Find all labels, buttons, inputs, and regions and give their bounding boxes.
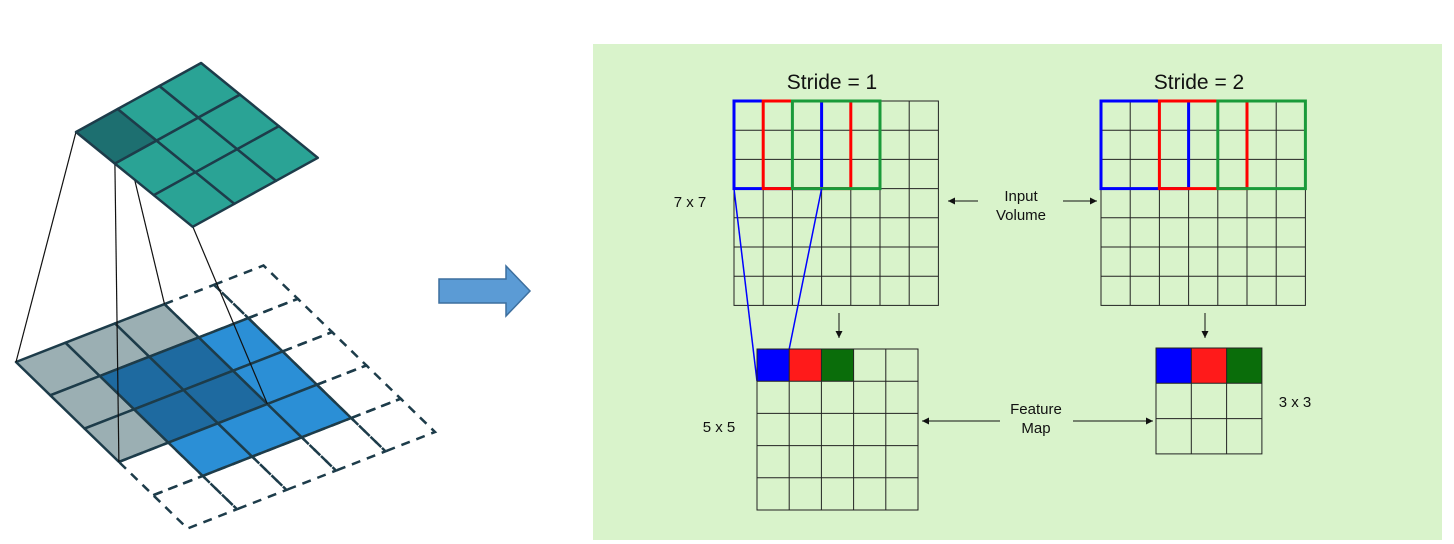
arrow-down-stride-1-head xyxy=(835,331,843,338)
isometric-convolution-illustration xyxy=(14,61,438,530)
projection-line xyxy=(733,188,758,382)
stride-window xyxy=(1157,99,1249,191)
stride-1-windows xyxy=(732,99,882,382)
padding-cell xyxy=(150,474,240,530)
feature-grid-border xyxy=(756,348,919,511)
feature-cell xyxy=(1226,348,1262,384)
output-cell xyxy=(235,124,320,183)
stride-window xyxy=(1099,99,1191,191)
stride-explanation-panel xyxy=(593,44,1442,540)
projection-line xyxy=(114,163,120,462)
feature-map-label-line2: Map xyxy=(1021,420,1050,437)
projection-line xyxy=(788,188,823,350)
right-arrow-icon xyxy=(438,264,532,318)
input-volume-label-line1: Input xyxy=(1004,188,1038,205)
arrow-to-input-right-head xyxy=(1090,197,1097,205)
connector-arrows xyxy=(835,197,1209,425)
padding-cell xyxy=(211,264,301,320)
padding-cell xyxy=(200,455,289,511)
stride-2-title: Stride = 2 xyxy=(1154,71,1244,94)
padding-cell xyxy=(348,397,438,453)
stride-window xyxy=(790,99,882,191)
stride-2-windows xyxy=(1099,99,1307,191)
padding-cell xyxy=(249,435,339,492)
feature-cell xyxy=(1191,348,1227,384)
feature-cell xyxy=(821,349,854,382)
projection-line xyxy=(15,131,77,363)
stride-window xyxy=(1216,99,1307,191)
input-volume-label-line2: Volume xyxy=(996,207,1046,224)
arrow-down-stride-2-head xyxy=(1201,331,1209,338)
input-feature-grid xyxy=(14,264,438,530)
arrow-to-feature-right-head xyxy=(1146,417,1153,425)
feature-cell xyxy=(789,349,822,382)
arrow-to-feature-left-head xyxy=(922,417,929,425)
stride-1-feature-map xyxy=(756,348,919,511)
arrow-to-input-left-head xyxy=(948,197,955,205)
input-size-label: 7 x 7 xyxy=(674,194,707,211)
feature-grid-border xyxy=(1155,347,1263,455)
feature-cell xyxy=(1156,348,1192,384)
feature-cell xyxy=(757,349,790,382)
stride-1-example: Stride = 1 7 x 7 5 x 5 xyxy=(674,71,939,511)
stride-2-example: Stride = 2 3 x 3 xyxy=(1099,71,1312,455)
output-size-label: 5 x 5 xyxy=(703,419,736,436)
output-feature-grid xyxy=(74,61,320,229)
stride-2-feature-map xyxy=(1155,347,1263,455)
stride-1-title: Stride = 1 xyxy=(787,71,877,94)
feature-map-label-line1: Feature xyxy=(1010,401,1062,418)
padding-cell xyxy=(299,416,388,473)
stride-2-output-size-label: 3 x 3 xyxy=(1279,394,1312,411)
